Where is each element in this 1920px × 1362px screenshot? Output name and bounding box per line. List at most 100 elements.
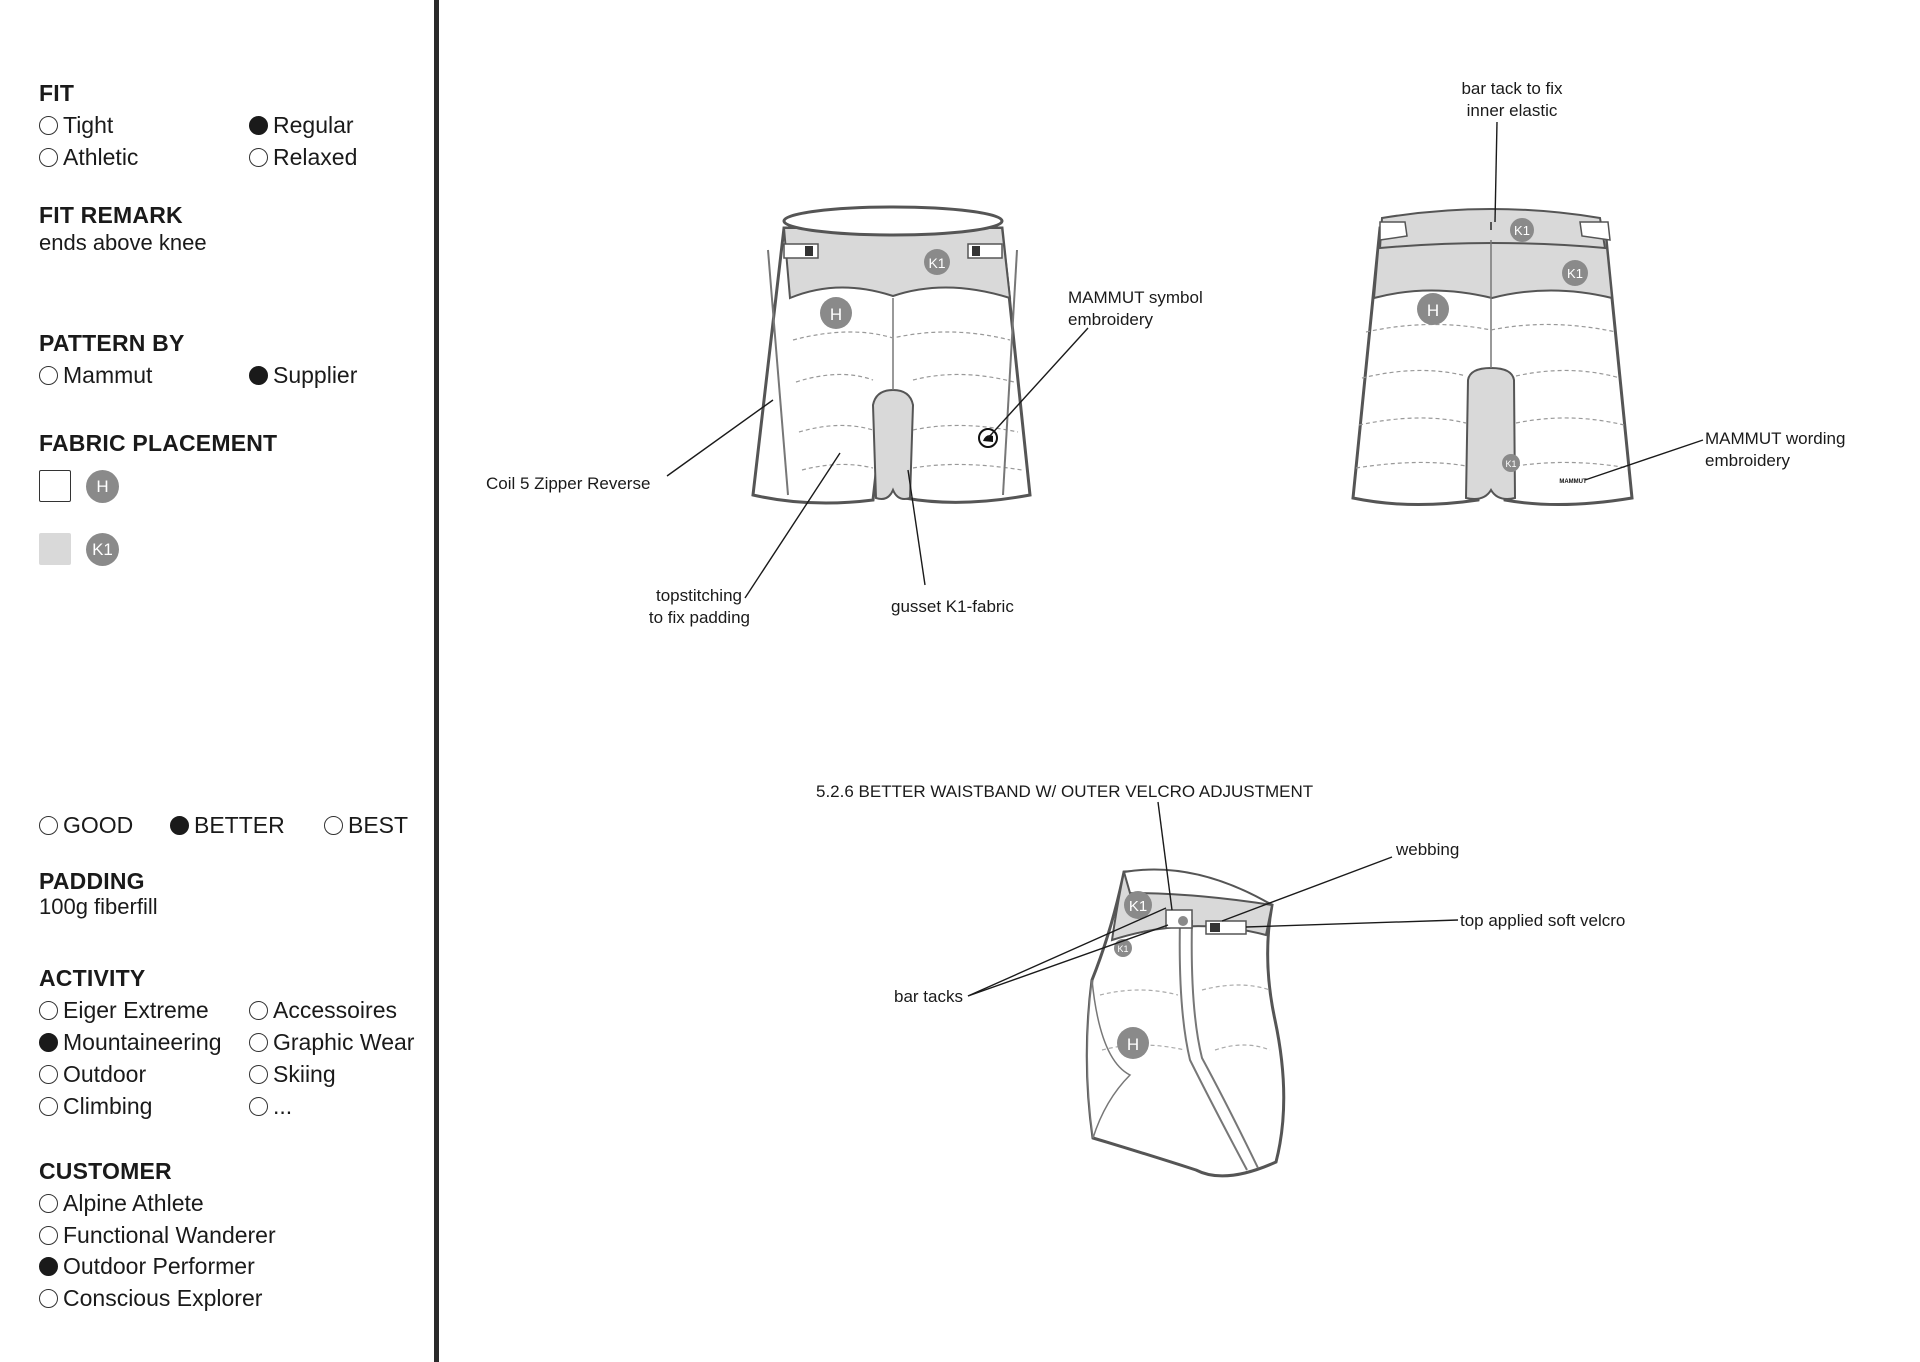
customer-option-alpine-athlete[interactable]: Alpine Athlete: [39, 1190, 204, 1217]
fit-tight-radio[interactable]: [39, 116, 58, 135]
padding-text: 100g fiberfill: [39, 894, 158, 919]
activity-option-label: Outdoor: [63, 1061, 147, 1087]
customer-option-label: Outdoor Performer: [63, 1253, 255, 1279]
tier-best-radio[interactable]: [324, 816, 343, 835]
back-h-badge: H: [1427, 301, 1439, 320]
activity-radio[interactable]: [39, 1097, 58, 1116]
fit-athletic-radio[interactable]: [39, 148, 58, 167]
callout-soft-velcro: top applied soft velcro: [1460, 911, 1625, 930]
activity-heading: ACTIVITY: [39, 965, 146, 991]
fabric-placement-heading: FABRIC PLACEMENT: [39, 430, 278, 456]
spec-sidebar: FIT Tight Regular Athletic Relaxed FIT R…: [0, 0, 437, 1358]
tier-option-best[interactable]: BEST: [324, 812, 408, 839]
fit-regular-radio[interactable]: [249, 116, 268, 135]
fit-option-athletic[interactable]: Athletic: [39, 144, 138, 171]
activity-option-more[interactable]: ...: [249, 1093, 292, 1120]
activity-option-accessoires[interactable]: Accessoires: [249, 997, 397, 1024]
pattern-option-label: Supplier: [273, 362, 358, 388]
activity-radio[interactable]: [39, 1001, 58, 1020]
activity-option-label: Accessoires: [273, 997, 397, 1023]
pattern-option-label: Mammut: [63, 362, 153, 388]
waistband-side-panel: [1086, 979, 1132, 1139]
waistband-h-badge: H: [1127, 1035, 1139, 1054]
waistband-quilting-lines: [1099, 984, 1271, 1051]
back-quilting-lines: [1355, 323, 1629, 469]
activity-radio[interactable]: [39, 1033, 58, 1052]
fit-heading: FIT: [39, 80, 75, 106]
fit-option-label: Relaxed: [273, 144, 358, 170]
fit-remark-heading: FIT REMARK: [39, 202, 183, 228]
fabric-k1-badge: K1: [86, 533, 119, 566]
callout-mammut-wording-2: embroidery: [1705, 451, 1791, 470]
activity-radio[interactable]: [249, 1065, 268, 1084]
fabric-h-swatch: [39, 470, 71, 502]
callout-gusset: gusset K1-fabric: [891, 597, 1014, 616]
front-k1-badge-circle: [924, 249, 950, 275]
fabric-k1-swatch: [39, 533, 71, 565]
activity-option-climbing[interactable]: Climbing: [39, 1093, 152, 1120]
tier-good-radio[interactable]: [39, 816, 58, 835]
back-k1-badge-c: K1: [1505, 459, 1516, 469]
pattern-option-mammut[interactable]: Mammut: [39, 362, 152, 389]
activity-option-graphic-wear[interactable]: Graphic Wear: [249, 1029, 414, 1056]
activity-option-label: ...: [273, 1093, 293, 1119]
front-velcro-tabs: [783, 243, 1003, 259]
tier-option-good[interactable]: GOOD: [39, 812, 133, 839]
customer-option-outdoor-performer[interactable]: Outdoor Performer: [39, 1253, 255, 1280]
tier-option-label: BEST: [348, 812, 409, 838]
tier-option-label: GOOD: [63, 812, 134, 838]
callout-webbing: webbing: [1395, 840, 1459, 859]
activity-option-outdoor[interactable]: Outdoor: [39, 1061, 146, 1088]
activity-radio[interactable]: [249, 1001, 268, 1020]
waistband-k1-badge-a: K1: [1129, 898, 1147, 915]
waistband-h-badge-circle: [1117, 1027, 1149, 1059]
pattern-option-supplier[interactable]: Supplier: [249, 362, 357, 389]
customer-radio[interactable]: [39, 1194, 58, 1213]
tier-option-label: BETTER: [194, 812, 285, 838]
callout-mammut-wording-1: MAMMUT wording: [1705, 429, 1845, 448]
pattern-supplier-radio[interactable]: [249, 366, 268, 385]
mammut-symbol-mark-icon: [983, 435, 993, 442]
customer-radio[interactable]: [39, 1289, 58, 1308]
front-gusset-k1: [871, 388, 915, 500]
activity-option-label: Eiger Extreme: [63, 997, 209, 1023]
callout-topstitching-1: topstitching: [656, 586, 742, 605]
front-view-shorts: [751, 205, 1032, 505]
back-waistband-k1: [1372, 227, 1614, 300]
activity-radio[interactable]: [39, 1065, 58, 1084]
fit-option-relaxed[interactable]: Relaxed: [249, 144, 357, 171]
tier-option-better[interactable]: BETTER: [170, 812, 285, 839]
fit-option-regular[interactable]: Regular: [249, 112, 354, 139]
waistband-leader-lines: [967, 801, 1459, 997]
customer-option-functional-wanderer[interactable]: Functional Wanderer: [39, 1222, 276, 1249]
activity-radio[interactable]: [249, 1033, 268, 1052]
customer-option-label: Conscious Explorer: [63, 1285, 263, 1311]
padding-heading: PADDING: [39, 868, 145, 894]
callout-zipper: Coil 5 Zipper Reverse: [486, 474, 650, 493]
waistband-button-icon: [1178, 916, 1188, 926]
tier-better-radio[interactable]: [170, 816, 189, 835]
customer-option-conscious-explorer[interactable]: Conscious Explorer: [39, 1285, 262, 1312]
activity-option-mountaineering[interactable]: Mountaineering: [39, 1029, 222, 1056]
front-k1-badge: K1: [928, 255, 945, 271]
fit-option-tight[interactable]: Tight: [39, 112, 113, 139]
customer-radio[interactable]: [39, 1226, 58, 1245]
activity-option-skiing[interactable]: Skiing: [249, 1061, 336, 1088]
activity-option-eiger-extreme[interactable]: Eiger Extreme: [39, 997, 209, 1024]
fit-option-label: Regular: [273, 112, 354, 138]
customer-option-label: Alpine Athlete: [63, 1190, 204, 1216]
customer-option-label: Functional Wanderer: [63, 1222, 276, 1248]
back-k1-badge-a-circle: [1510, 218, 1534, 242]
pattern-mammut-radio[interactable]: [39, 366, 58, 385]
activity-radio[interactable]: [249, 1097, 268, 1116]
fit-remark-text: ends above knee: [39, 230, 207, 255]
fit-option-label: Tight: [63, 112, 114, 138]
technical-sketch-area: K1 H MAMMUT symbol embroidery Coil 5 Zip…: [486, 79, 1845, 1178]
activity-option-label: Skiing: [273, 1061, 336, 1087]
back-waist-k1-top: [1378, 208, 1607, 250]
activity-option-label: Graphic Wear: [273, 1029, 415, 1055]
customer-radio[interactable]: [39, 1257, 58, 1276]
activity-option-label: Climbing: [63, 1093, 153, 1119]
back-k1-badge-a: K1: [1514, 223, 1530, 238]
fit-relaxed-radio[interactable]: [249, 148, 268, 167]
